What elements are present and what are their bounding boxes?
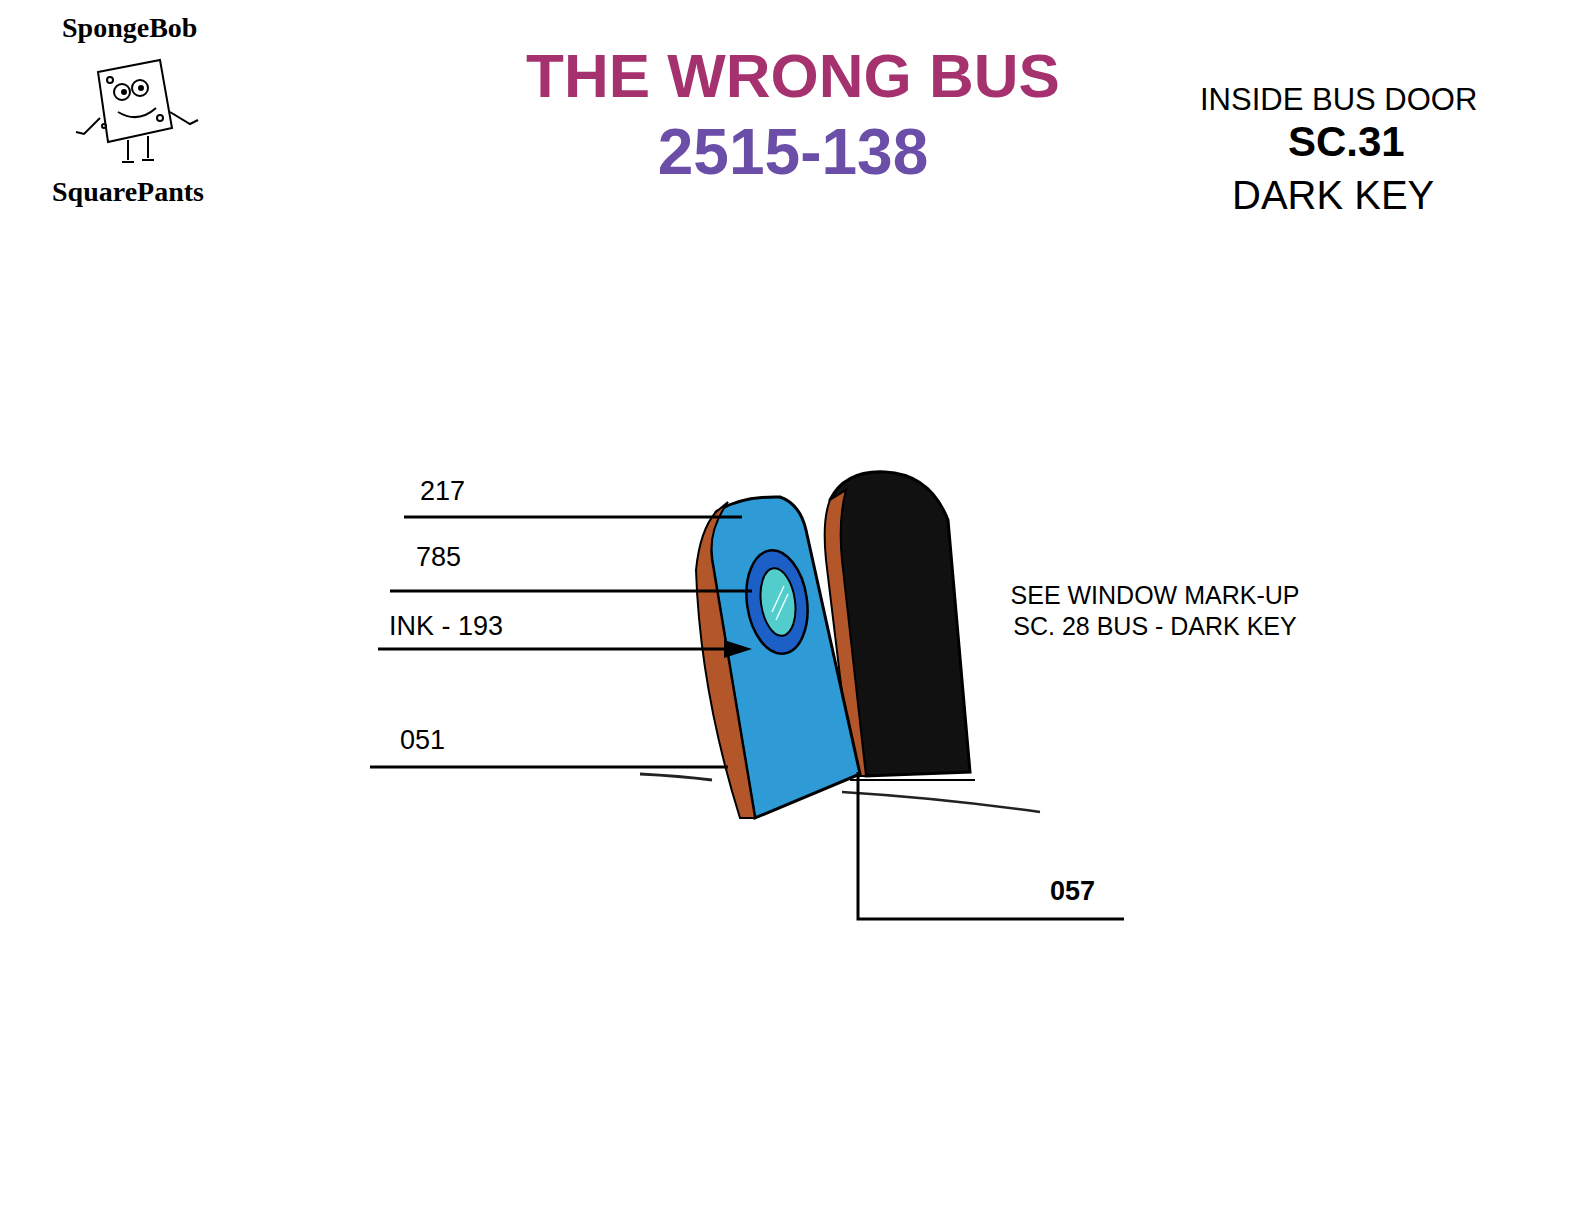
callout-number: 057 <box>1050 876 1095 907</box>
callout-number: 051 <box>400 725 445 756</box>
logo-text: SquarePants <box>52 176 204 208</box>
logo-figure <box>76 60 198 162</box>
leader-lines <box>370 517 1124 919</box>
callout-number: 217 <box>420 476 465 507</box>
logo-text: SpongeBob <box>62 12 197 44</box>
scene-heading: INSIDE BUS DOOR <box>1200 82 1477 118</box>
callout-number: INK - 193 <box>389 611 503 642</box>
episode-number: 2515-138 <box>493 116 1093 190</box>
scene-number: SC.31 <box>1288 118 1405 166</box>
sheet-title: THE WRONG BUS <box>493 40 1093 111</box>
key-type: DARK KEY <box>1232 172 1434 218</box>
note: SEE WINDOW MARK-UP SC. 28 BUS - DARK KEY <box>990 580 1320 643</box>
callout-number: 785 <box>416 542 461 573</box>
blue-door <box>696 497 860 818</box>
